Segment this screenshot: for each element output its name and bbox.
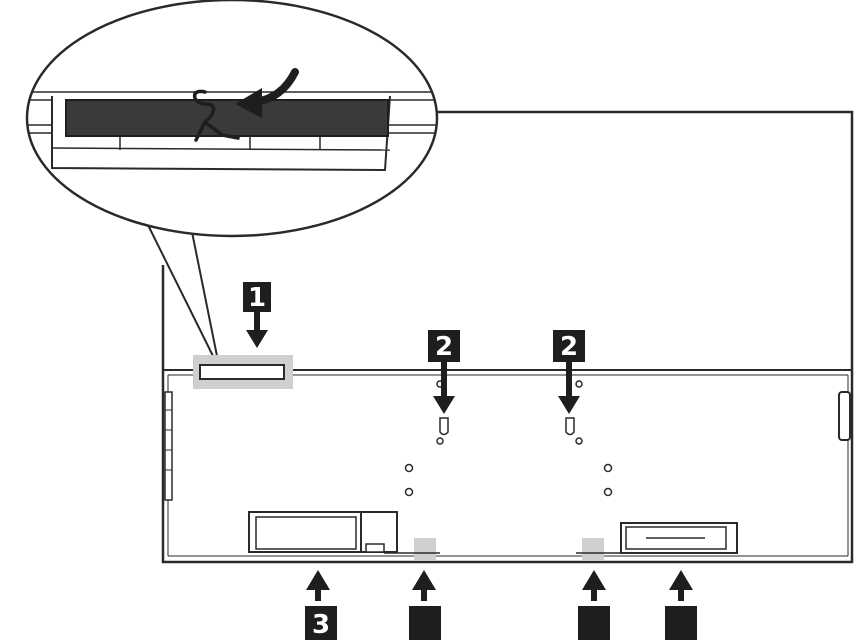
step-badge-2-left: 2 bbox=[428, 330, 460, 362]
svg-text:2: 2 bbox=[560, 332, 578, 362]
cover-location-highlight bbox=[193, 355, 293, 389]
svg-text:3: 3 bbox=[312, 610, 330, 640]
step-badge-blank-1 bbox=[409, 606, 441, 640]
side-button-right bbox=[838, 391, 851, 441]
svg-text:1: 1 bbox=[248, 283, 266, 313]
stand-screw-right-icon bbox=[565, 417, 575, 436]
step-badge-blank-2 bbox=[578, 606, 610, 640]
cover-panel bbox=[65, 99, 389, 137]
step-badge-blank-3 bbox=[665, 606, 697, 640]
step-badge-1: 1 bbox=[243, 282, 271, 313]
side-strip-left bbox=[164, 391, 173, 501]
cable-icon bbox=[192, 89, 240, 142]
terminal-block-right bbox=[620, 522, 738, 554]
down-arrow-icon bbox=[246, 312, 580, 414]
callout-magnifier bbox=[25, 0, 439, 238]
callout-pointer bbox=[147, 224, 218, 357]
cable-clip-icon bbox=[384, 538, 622, 560]
svg-text:2: 2 bbox=[435, 332, 453, 362]
step-badge-2-right: 2 bbox=[553, 330, 585, 362]
step-badge-3: 3 bbox=[305, 606, 337, 640]
stand-screw-left-icon bbox=[439, 417, 449, 436]
up-arrow-icon bbox=[306, 570, 693, 601]
terminal-block-left bbox=[248, 511, 398, 553]
